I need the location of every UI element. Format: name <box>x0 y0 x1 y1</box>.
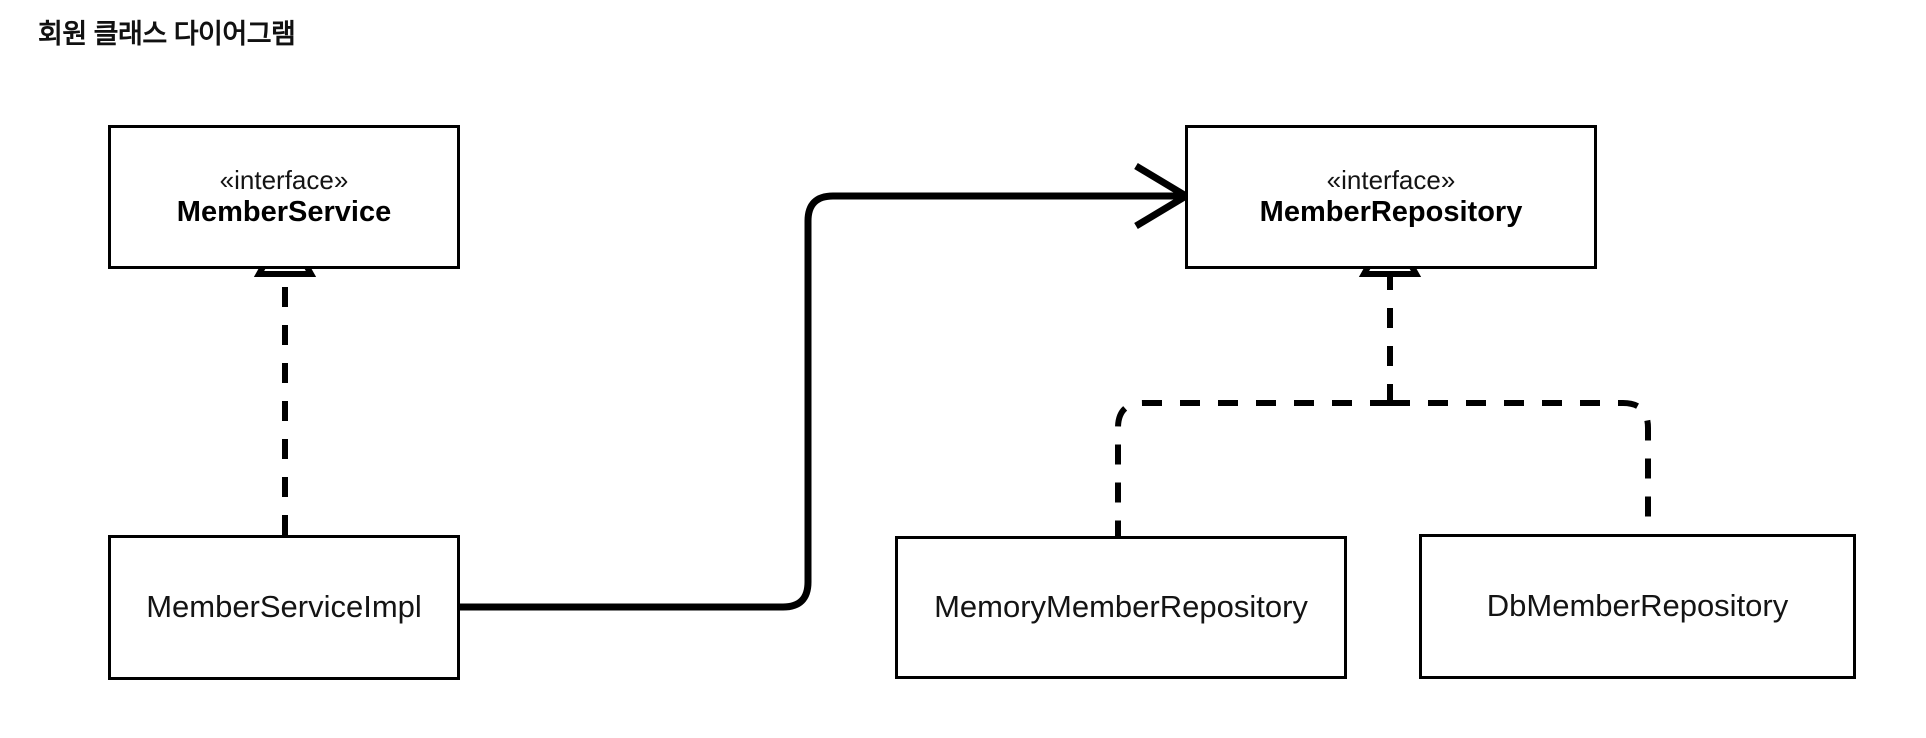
association-solid-line <box>460 192 1180 611</box>
realization-branch-db <box>1390 400 1651 534</box>
class-name-label: MemberServiceImpl <box>146 589 422 625</box>
class-box-member-repository[interactable]: «interface» MemberRepository <box>1185 125 1597 269</box>
stereotype-label: «interface» <box>219 164 349 195</box>
class-name-label: MemberRepository <box>1259 196 1523 229</box>
class-box-db-member-repository[interactable]: DbMemberRepository <box>1419 534 1856 679</box>
class-name-label: DbMemberRepository <box>1486 588 1789 624</box>
edge-repository-realization-tree <box>1115 221 1651 536</box>
page-title: 회원 클래스 다이어그램 <box>38 19 296 49</box>
realization-branch-memory <box>1115 400 1390 536</box>
class-box-member-service-impl[interactable]: MemberServiceImpl <box>108 535 460 680</box>
class-name-label: MemoryMemberRepository <box>934 589 1308 625</box>
class-box-member-service[interactable]: «interface» MemberService <box>108 125 460 269</box>
class-name-label: MemberService <box>176 196 392 229</box>
class-box-memory-member-repository[interactable]: MemoryMemberRepository <box>895 536 1347 679</box>
stereotype-label: «interface» <box>1326 164 1456 195</box>
edge-impl-realizes-service <box>253 221 317 535</box>
